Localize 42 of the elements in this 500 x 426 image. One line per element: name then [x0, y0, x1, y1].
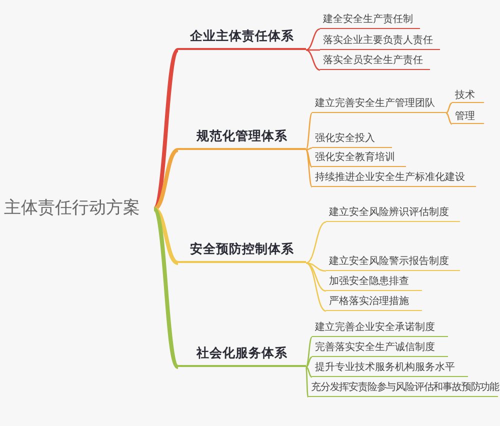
branch-line [305, 150, 313, 188]
subtopic: 持续推进企业安全生产标准化建设 [312, 170, 476, 187]
branch-topic: 企业主体责任体系 [178, 28, 306, 50]
subtopic: 落实企业主要负责人责任 [320, 33, 440, 50]
subtopic: 充分发挥安责险参与风险评估和事故预防功能 [308, 380, 498, 397]
subtopic: 建立安全风险警示报告制度 [326, 254, 460, 271]
subtopic: 强化安全投入 [312, 131, 392, 148]
subtopic: 落实全员安全生产责任 [320, 53, 430, 70]
branch-line [153, 148, 179, 211]
branch-line [306, 150, 312, 168]
subtopic: 管理 [452, 109, 484, 124]
branch-line [306, 28, 320, 51]
subtopic: 建全安全生产责任制 [320, 12, 420, 29]
branch-topic: 社会化服务体系 [178, 345, 306, 367]
branch-line [306, 49, 320, 51]
root-topic: 主体责任行动方案 [4, 196, 154, 222]
subtopic: 完善落实安全生产诚信制度 [312, 340, 448, 357]
subtopic: 建立完善企业安全承诺制度 [312, 320, 448, 337]
branch-line [306, 262, 326, 292]
branch-line [306, 356, 312, 368]
branch-line [446, 112, 452, 125]
branch-topic: 安全预防控制体系 [178, 241, 306, 263]
subtopic: 建立完善安全生产管理团队 [312, 96, 446, 113]
branch-line [152, 208, 180, 368]
subtopic: 强化安全教育培训 [312, 150, 406, 167]
branch-line [306, 262, 326, 312]
branch-topic: 规范化管理体系 [178, 128, 306, 150]
branch-line [446, 102, 452, 114]
branch-line [306, 147, 312, 151]
branch-line [305, 366, 309, 398]
branch-line [305, 112, 313, 150]
subtopic: 建立安全风险辨识评估制度 [326, 205, 460, 222]
branch-line [306, 366, 312, 378]
branch-line [153, 207, 179, 265]
subtopic: 严格落实治理措施 [326, 294, 422, 311]
branch-line [305, 336, 313, 368]
branch-line [306, 221, 326, 264]
subtopic: 提升专业技术服务机构服务水平 [312, 360, 468, 377]
subtopic: 加强安全隐患排查 [326, 274, 422, 291]
branch-line [306, 49, 320, 71]
subtopic: 技术 [452, 88, 484, 103]
branch-line [306, 262, 326, 272]
